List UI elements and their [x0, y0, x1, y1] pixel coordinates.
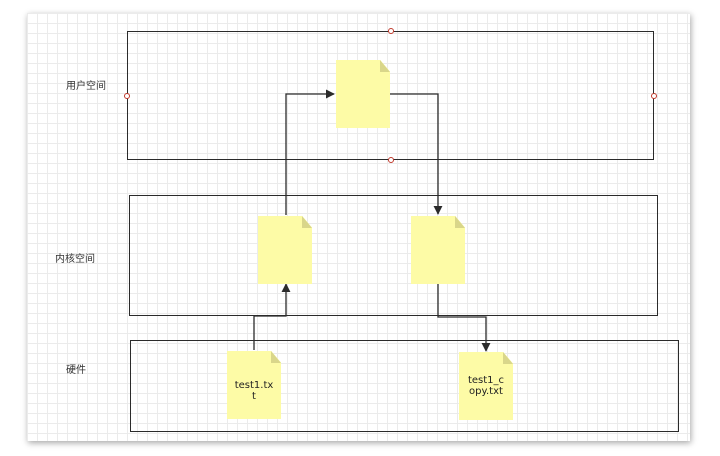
page-fold-icon — [455, 216, 465, 228]
hardware-label: 硬件 — [66, 365, 86, 376]
arrow-user-to-kernel — [390, 93, 443, 215]
user-buffer-document-icon[interactable] — [336, 60, 390, 128]
user-space-label: 用户空间 — [66, 81, 106, 92]
kernel-space-box[interactable] — [129, 195, 658, 316]
arrow-kernel-to-hardware — [437, 284, 491, 352]
selection-handle-right[interactable] — [651, 93, 657, 99]
hardware-box[interactable] — [130, 340, 679, 432]
source-file-name: test1.txt — [234, 380, 274, 402]
arrow-kernel-to-user — [285, 89, 335, 215]
page-fold-icon — [302, 216, 312, 228]
selection-handle-top[interactable] — [388, 28, 394, 34]
page-fold-icon — [271, 351, 281, 363]
copy-file-document[interactable]: test1_copy.txt — [459, 352, 513, 420]
selection-handle-bottom[interactable] — [388, 157, 394, 163]
kernel-space-label: 内核空间 — [55, 254, 95, 265]
selection-handle-left[interactable] — [124, 93, 130, 99]
page-fold-icon — [503, 352, 513, 364]
copy-file-name: test1_copy.txt — [467, 375, 505, 397]
source-file-document[interactable]: test1.txt — [227, 351, 281, 419]
kernel-buffer-write-document-icon[interactable] — [411, 216, 465, 284]
arrow-hardware-to-kernel — [253, 283, 291, 350]
kernel-buffer-read-document-icon[interactable] — [258, 216, 312, 284]
page-fold-icon — [380, 60, 390, 72]
